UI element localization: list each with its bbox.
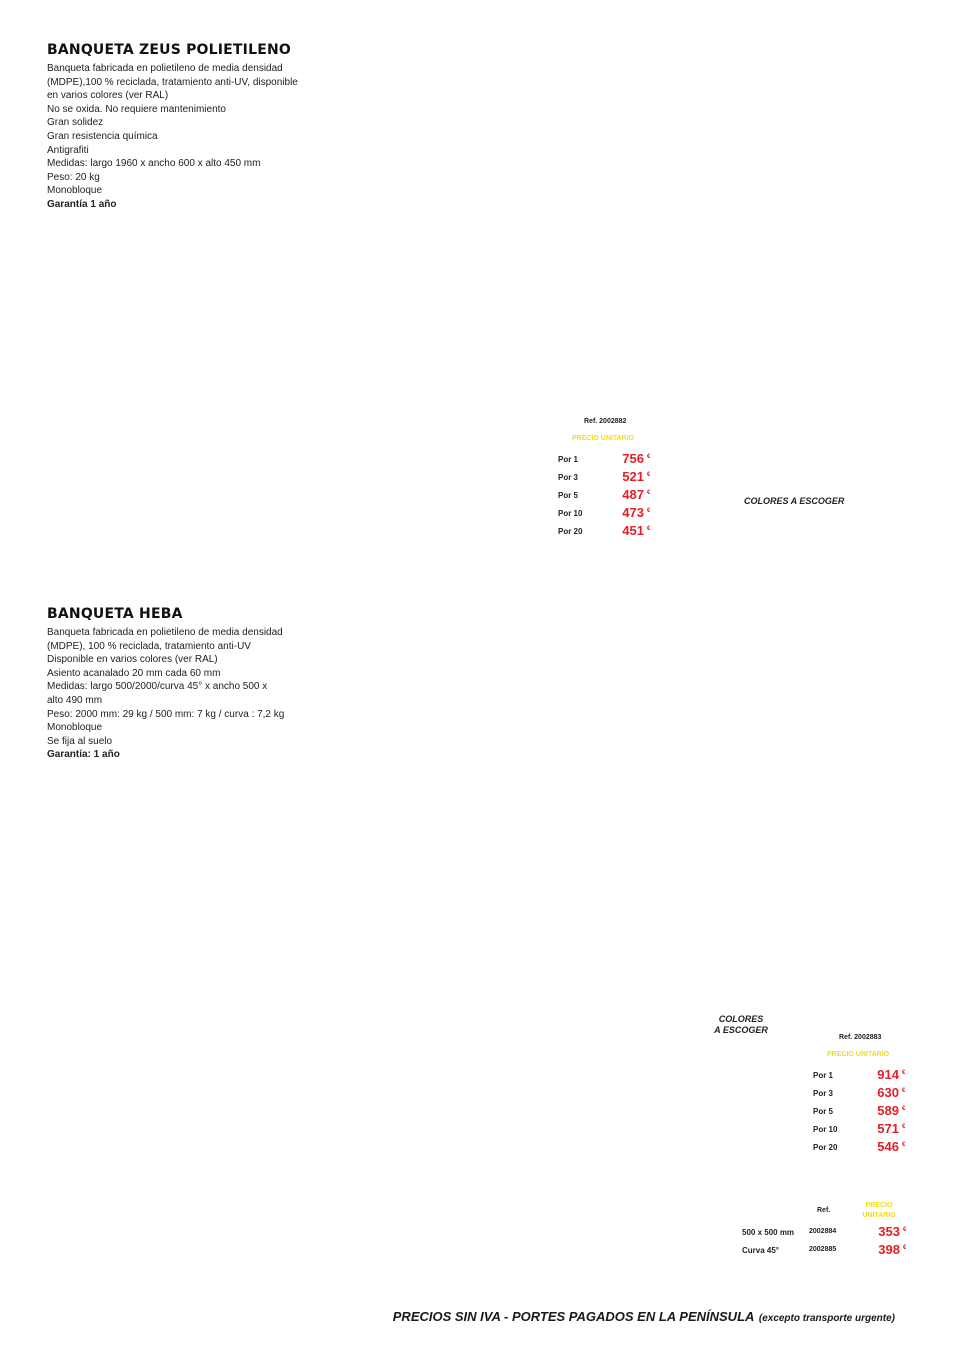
- heba-desc-line: alto 490 mm: [47, 694, 103, 706]
- price-qty: Por 20: [558, 527, 583, 536]
- price-qty: Por 20: [813, 1143, 838, 1152]
- heba-description: Banqueta fabricada en polietileno de med…: [47, 626, 284, 762]
- price-qty: Por 5: [558, 491, 579, 500]
- price-value: 546: [877, 1139, 899, 1154]
- heba-price-row: Por 10 571 €: [813, 1121, 913, 1139]
- heba-price-row: Por 5 589 €: [813, 1103, 913, 1121]
- zeus-desc-line: Banqueta fabricada en polietileno de med…: [47, 63, 283, 74]
- variant-row: Curva 45° 2002885 398 €: [742, 1242, 922, 1260]
- currency-symbol: €: [902, 1124, 906, 1130]
- price-value: 487: [622, 487, 644, 502]
- zeus-desc-line: Antigrafiti: [47, 144, 89, 156]
- zeus-colors-label: COLORES A ESCOGER: [744, 496, 845, 506]
- heba-guarantee: Garantía: 1 año: [47, 749, 120, 761]
- variant-ref: 2002885: [809, 1246, 837, 1253]
- heba-desc-line: Peso: 2000 mm: 29 kg / 500 mm: 7 kg / cu…: [47, 708, 285, 720]
- footer-main-text: PRECIOS SIN IVA - PORTES PAGADOS EN LA P…: [392, 1309, 755, 1324]
- footer-sub-text: (excepto transporte urgente): [758, 1313, 895, 1324]
- zeus-desc-line: Medidas: largo 1960 x ancho 600 x alto 4…: [47, 158, 261, 170]
- heba-desc-line: (MDPE), 100 % reciclada, tratamiento ant…: [47, 640, 251, 652]
- currency-symbol: €: [647, 454, 651, 460]
- zeus-desc-line: Gran resistencia química: [47, 130, 158, 142]
- zeus-unit-price-label: PRECIO UNITARIO: [572, 435, 635, 442]
- currency-symbol: €: [647, 526, 651, 532]
- currency-symbol: €: [903, 1227, 907, 1233]
- zeus-price-row: Por 1 756 €: [558, 451, 658, 469]
- zeus-ref: Ref. 2002882: [584, 418, 627, 425]
- currency-symbol: €: [647, 490, 651, 496]
- variants-header-price-line: UNITARIO: [862, 1212, 896, 1219]
- heba-desc-line: Asiento acanalado 20 mm cada 60 mm: [47, 667, 221, 679]
- currency-symbol: €: [903, 1245, 907, 1251]
- heba-desc-line: Medidas: largo 500/2000/curva 45° x anch…: [47, 681, 268, 693]
- price-value: 914: [877, 1067, 899, 1082]
- zeus-title: BANQUETA ZEUS POLIETILENO: [47, 42, 291, 58]
- price-qty: Por 1: [813, 1071, 834, 1080]
- footer-note: PRECIOS SIN IVA - PORTES PAGADOS EN LA P…: [393, 1308, 895, 1326]
- heba-desc-line: Monobloque: [47, 722, 103, 734]
- heba-colors-label: COLORES A ESCOGER: [714, 1014, 768, 1036]
- price-qty: Por 3: [813, 1089, 834, 1098]
- price-value: 473: [622, 505, 644, 520]
- currency-symbol: €: [902, 1142, 906, 1148]
- variant-price: 353: [878, 1224, 900, 1239]
- zeus-description: Banqueta fabricada en polietileno de med…: [47, 62, 298, 212]
- currency-symbol: €: [902, 1106, 906, 1112]
- zeus-desc-line: Peso: 20 kg: [47, 171, 100, 183]
- price-value: 756: [622, 451, 644, 466]
- variants-header-ref: Ref.: [817, 1207, 831, 1214]
- variant-ref: 2002884: [809, 1228, 837, 1235]
- heba-desc-line: Disponible en varios colores (ver RAL): [47, 654, 218, 666]
- price-value: 451: [622, 523, 644, 538]
- price-qty: Por 1: [558, 455, 579, 464]
- heba-colors-label-line: COLORES: [718, 1014, 764, 1024]
- variants-header-price: PRECIO UNITARIO: [858, 1201, 900, 1221]
- zeus-desc-line: No se oxida. No requiere mantenimiento: [47, 103, 226, 115]
- heba-title: BANQUETA HEBA: [47, 606, 183, 622]
- heba-price-row: Por 3 630 €: [813, 1085, 913, 1103]
- currency-symbol: €: [902, 1070, 906, 1076]
- price-value: 589: [877, 1103, 899, 1118]
- heba-desc-line: Se fija al suelo: [47, 735, 113, 747]
- currency-symbol: €: [647, 508, 651, 514]
- price-qty: Por 10: [813, 1125, 838, 1134]
- zeus-desc-line: (MDPE),100 % reciclada, tratamiento anti…: [47, 76, 298, 88]
- heba-colors-label-line: A ESCOGER: [714, 1025, 768, 1035]
- price-value: 630: [877, 1085, 899, 1100]
- heba-price-row: Por 1 914 €: [813, 1067, 913, 1085]
- price-value: 571: [877, 1121, 899, 1136]
- zeus-price-row: Por 10 473 €: [558, 505, 658, 523]
- zeus-desc-line: en varios colores (ver RAL): [47, 90, 169, 102]
- variant-size: Curva 45°: [742, 1246, 779, 1255]
- zeus-guarantee: Garantía 1 año: [47, 198, 117, 210]
- zeus-price-row: Por 3 521 €: [558, 469, 658, 487]
- heba-desc-line: Banqueta fabricada en polietileno de med…: [47, 627, 283, 638]
- variant-row: 500 x 500 mm 2002884 353 €: [742, 1224, 922, 1242]
- price-qty: Por 3: [558, 473, 579, 482]
- heba-price-row: Por 20 546 €: [813, 1139, 913, 1157]
- zeus-price-row: Por 20 451 €: [558, 523, 658, 541]
- price-qty: Por 10: [558, 509, 583, 518]
- heba-unit-price-label: PRECIO UNITARIO: [827, 1051, 890, 1058]
- variant-size: 500 x 500 mm: [742, 1228, 795, 1237]
- price-qty: Por 5: [813, 1107, 834, 1116]
- variants-header-price-line: PRECIO: [865, 1202, 893, 1209]
- zeus-desc-line: Gran solidez: [47, 117, 104, 129]
- zeus-price-row: Por 5 487 €: [558, 487, 658, 505]
- currency-symbol: €: [647, 472, 651, 478]
- variant-price: 398: [878, 1242, 900, 1257]
- currency-symbol: €: [902, 1088, 906, 1094]
- heba-ref: Ref. 2002883: [839, 1034, 882, 1041]
- price-value: 521: [622, 469, 644, 484]
- zeus-desc-line: Monobloque: [47, 185, 103, 197]
